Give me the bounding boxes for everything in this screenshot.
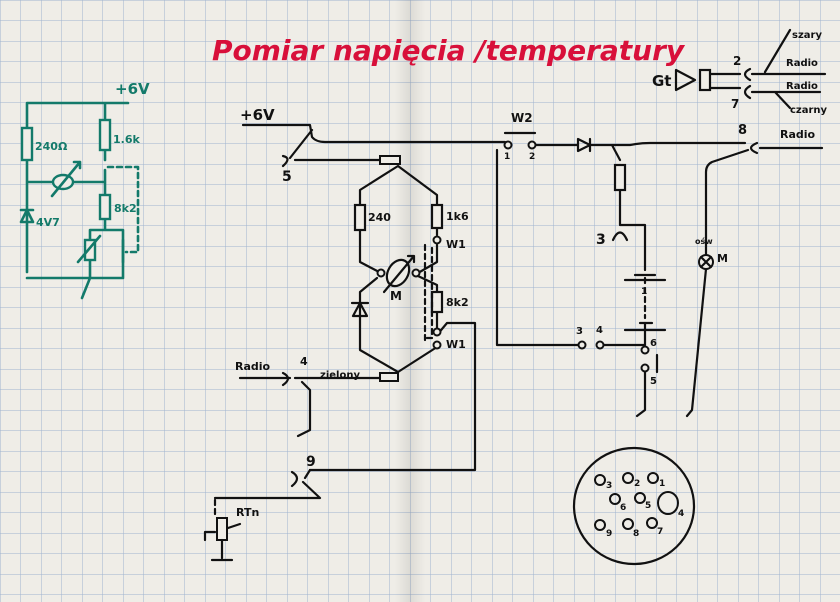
gt-wire-b: czarny (790, 105, 828, 116)
gt-wire-a: szary (792, 30, 822, 41)
diode-icon (576, 137, 592, 153)
jack5-label: 5 (282, 169, 292, 185)
jack3 (611, 231, 629, 242)
gt-radio-b: Radio (786, 81, 818, 92)
contact-5 (640, 363, 650, 373)
r8k2-label: 8k2 (446, 296, 469, 309)
meter-label: M (390, 289, 402, 303)
w2-pin1-label: 1 (504, 152, 510, 162)
gt-labels: Gt 2 7 Radio Radio szary czarny (652, 30, 828, 116)
supply-label: +6V (240, 106, 275, 124)
teal-r1-label: 240Ω (35, 140, 68, 153)
pin-label: 7 (657, 527, 663, 537)
switch-linkage (106, 165, 140, 254)
pin-label: 4 (678, 509, 684, 519)
pin-label: 9 (606, 529, 612, 539)
lamp-m-label: M (717, 252, 728, 265)
gt-triangle (674, 68, 697, 92)
pin-label: 3 (606, 481, 612, 491)
battery-icon (623, 273, 667, 332)
resistor-8k2 (98, 193, 112, 221)
w1-bottom-contact (432, 327, 442, 337)
resistor-240 (20, 126, 34, 162)
teal-circuit: +6V 240Ω 1.6k 8k2 4V7 (19, 80, 150, 300)
pin-label: 8 (633, 529, 639, 539)
w2-pin1 (503, 140, 513, 150)
plug-pinout (572, 446, 696, 566)
fuse-icon (613, 163, 627, 192)
wire-color-label: zielony (320, 370, 360, 381)
teal-r2-label: 1.6k (113, 133, 140, 146)
plug-top (379, 155, 401, 165)
resistor-240 (353, 203, 367, 232)
gt-label: Gt (652, 72, 671, 90)
rtn-thermistor (216, 517, 228, 541)
battery-mark: 1 (641, 287, 647, 297)
jack3-label: 3 (596, 232, 606, 248)
w1-top-contact (432, 235, 442, 245)
teal-supply-label: +6V (115, 80, 150, 98)
radio8-label: Radio (780, 128, 816, 141)
pin-label: 5 (645, 501, 651, 511)
jack4-label: 4 (300, 355, 308, 368)
contact-6 (640, 345, 650, 355)
resistor-8k2 (430, 290, 444, 314)
rtn-label: RTn (236, 506, 259, 519)
w1-top-label: W1 (446, 238, 466, 251)
resistor-1k6 (98, 118, 112, 152)
contact6-label: 6 (650, 338, 657, 349)
r1k6-label: 1k6 (446, 210, 469, 223)
pin-label: 6 (620, 503, 626, 513)
teal-zener-label: 4V7 (36, 216, 60, 229)
gt-plug (698, 68, 712, 92)
resistor-1k6 (430, 203, 444, 230)
main-circuit (203, 28, 827, 566)
contact3-label: 3 (576, 326, 583, 337)
radio-in-label: Radio (235, 360, 271, 373)
pin-label: 1 (659, 479, 665, 489)
meter-arrow (50, 160, 82, 198)
zener-diode-icon (19, 208, 35, 224)
jack8-label: 8 (738, 123, 747, 138)
jack9-label: 9 (306, 454, 316, 470)
w2-label: W2 (511, 111, 533, 125)
gt-pin2-label: 2 (733, 54, 741, 68)
r240-label: 240 (368, 211, 391, 224)
diode-icon (350, 276, 400, 374)
pin-label: 2 (634, 479, 640, 489)
lamp-label: ośw (695, 236, 713, 246)
gt-pin7-label: 7 (731, 97, 739, 111)
plug-bottom (379, 372, 399, 382)
w2-pin2 (527, 140, 537, 150)
w2-pin2-label: 2 (529, 152, 535, 162)
pinout-labels: 3 2 1 6 5 4 9 8 7 (606, 479, 684, 539)
contact5-label: 5 (650, 376, 657, 387)
contact4-label: 4 (596, 325, 603, 336)
gt-radio-a: Radio (786, 58, 818, 69)
main-labels: +6V 5 240 1k6 W1 M 8k2 W1 Radio 4 zielon… (235, 106, 816, 519)
page-fold (395, 0, 425, 602)
thermistor (83, 238, 97, 262)
w1-bottom-label: W1 (446, 338, 466, 351)
thermistor-arrow (76, 234, 102, 264)
page-title: Pomiar napięcia /temperatury (212, 34, 686, 67)
teal-r3-label: 8k2 (114, 202, 137, 215)
